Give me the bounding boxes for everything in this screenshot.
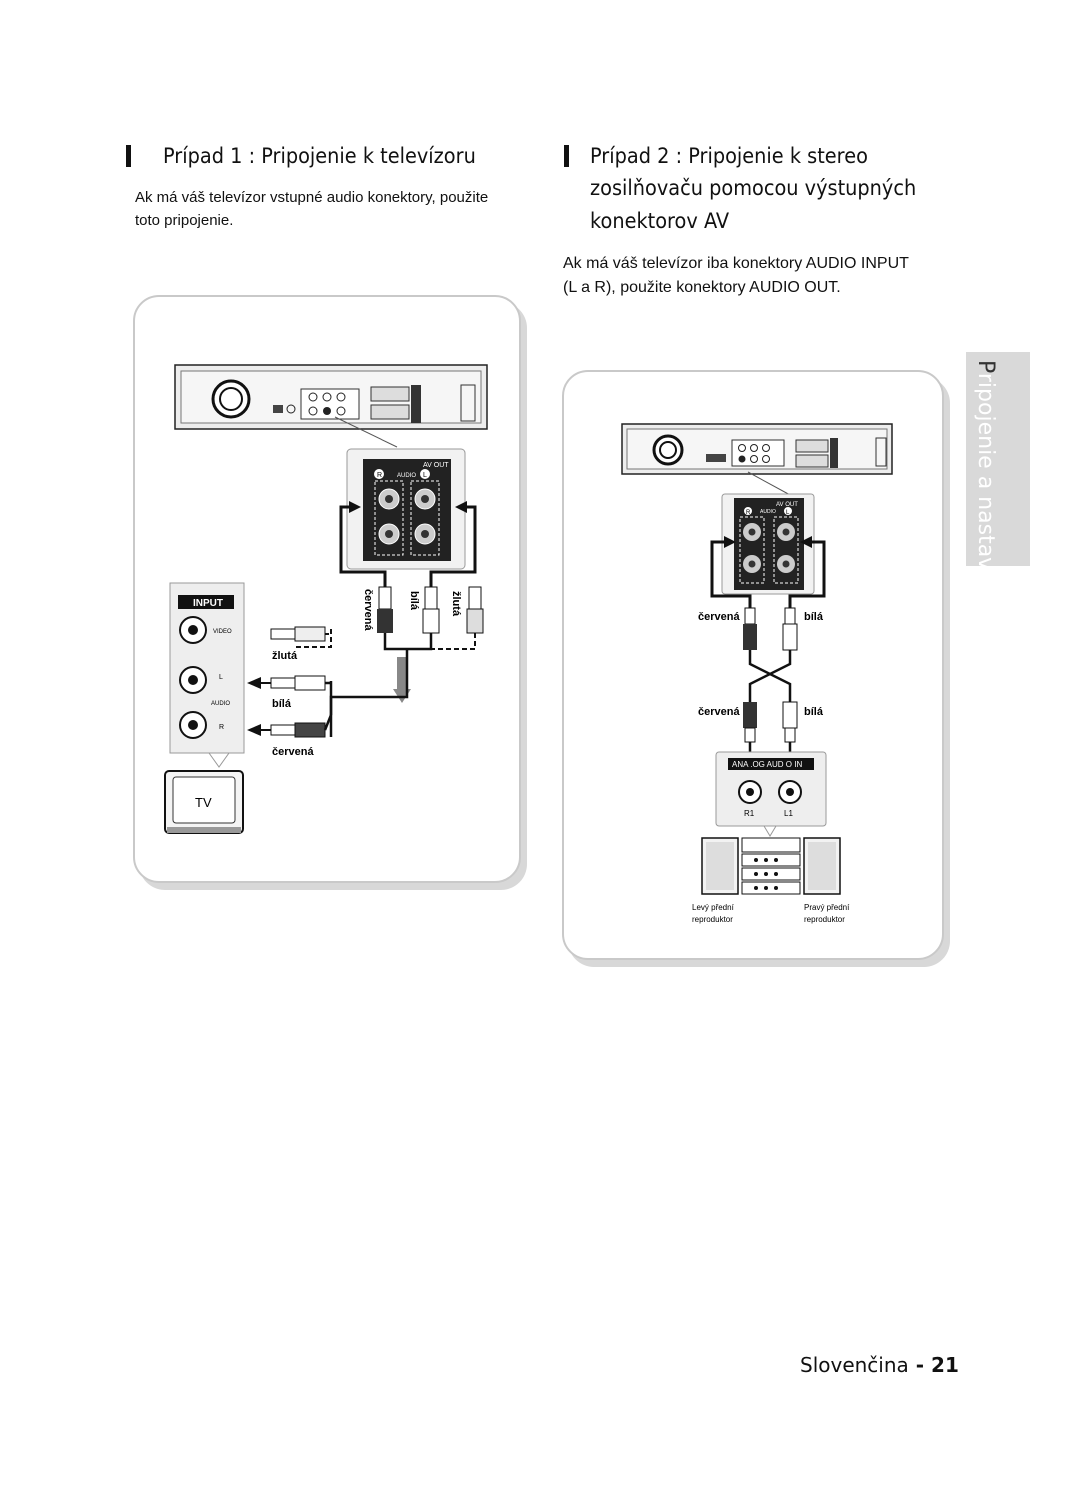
right-speaker-label-1: Pravý přední <box>804 903 850 912</box>
cable-white-label-bottom: bílá <box>804 706 824 718</box>
cable-red-label-top: červená <box>698 611 740 623</box>
rca-plug-white-top <box>782 607 798 651</box>
tv-r-label: R <box>219 724 224 731</box>
tv-video-label: VIDEO <box>213 629 232 635</box>
cable-red-label-bottom: červená <box>698 706 740 718</box>
tv-set-icon: TV <box>164 752 244 834</box>
tv-connection-diagram: AV OUT R AUDIO L červená bílá žlutá <box>164 364 488 834</box>
av-out-label-1: AV OUT <box>423 462 449 469</box>
heading-bar-case1 <box>126 145 131 167</box>
page-footer: Slovenčina - 21 <box>800 1353 959 1377</box>
cable-red-label-tv: červená <box>272 746 314 758</box>
recorder-rear-panel <box>174 364 488 430</box>
case1-text-line2: toto pripojenie. <box>135 212 234 229</box>
heading-bar-case2 <box>564 145 569 167</box>
tv-input-label: INPUT <box>193 598 223 609</box>
rca-plug-yellow-1 <box>466 586 484 634</box>
stereo-system-icon <box>701 837 841 895</box>
rca-plug-white-1 <box>422 586 440 634</box>
section-side-label: Pripojenie a nastavenie <box>973 360 998 617</box>
cable-yellow-label-vertical: žlutá <box>450 591 462 617</box>
case2-title-line3: konektorov AV <box>590 209 730 233</box>
right-speaker-label-2: reproduktor <box>804 915 845 924</box>
rca-plug-yellow-tv <box>270 626 326 642</box>
rca-plug-white-bottom <box>782 701 798 743</box>
audio-label-2: AUDIO <box>760 509 776 515</box>
case2-text-line2: (L a R), použite konektory AUDIO OUT. <box>563 279 841 296</box>
left-speaker-label-2: reproduktor <box>692 915 733 924</box>
cable-red-label-vertical: červená <box>362 589 374 631</box>
cable-yellow-label-tv: žlutá <box>272 650 298 662</box>
left-speaker-label-1: Levý přední <box>692 903 735 912</box>
case1-text-line1: Ak má váš televízor vstupné audio konekt… <box>135 189 489 206</box>
case2-title-line1: Prípad 2 : Pripojenie k stereo <box>590 144 868 168</box>
rca-plug-red-top <box>743 607 757 650</box>
audio-r-label-1: R <box>377 472 382 479</box>
rca-plug-red-tv <box>270 722 326 738</box>
case1-title: Prípad 1 : Pripojenie k televízoru <box>163 144 476 168</box>
side-label-first: P <box>973 360 998 373</box>
tv-l-label: L <box>219 674 223 681</box>
amplifier-connection-diagram: AV OUT R AUDIO L červená bílá <box>621 423 893 924</box>
audio-r-label-2: R <box>746 510 751 516</box>
r1-label: R1 <box>744 809 755 818</box>
analog-audio-in-label: ANA .OG AUD O IN <box>732 760 802 769</box>
l1-label: L1 <box>784 809 793 818</box>
cable-white-label-top: bílá <box>804 611 824 623</box>
tv-audio-label: AUDIO <box>211 701 230 707</box>
section-side-tab <box>966 352 1030 566</box>
page-number: 21 <box>931 1353 959 1377</box>
diagram-panel-amplifier: AV OUT R AUDIO L červená bílá <box>562 370 944 960</box>
side-label-rest: ripojenie a nastavenie <box>973 372 998 618</box>
footer-separator: - <box>908 1353 932 1377</box>
audio-label-1: AUDIO <box>397 473 416 479</box>
footer-language: Slovenčina <box>800 1353 909 1377</box>
recorder-rear-panel-2 <box>621 423 893 475</box>
case2-text-line1: Ak má váš televízor iba konektory AUDIO … <box>563 255 909 272</box>
rca-plug-red-1 <box>377 586 393 633</box>
audio-l-label-2: L <box>786 510 790 516</box>
rca-plug-white-tv <box>270 675 326 691</box>
rca-plug-red-bottom <box>743 702 757 743</box>
diagram-panel-tv: AV OUT R AUDIO L červená bílá žlutá <box>133 295 521 883</box>
cable-white-label-vertical: bílá <box>408 591 420 611</box>
tv-label: TV <box>195 795 212 810</box>
audio-l-label-1: L <box>423 472 427 479</box>
av-out-label-2: AV OUT <box>776 502 798 508</box>
cable-white-label-tv: bílá <box>272 698 292 710</box>
case2-title-line2: zosilňovaču pomocou výstupných <box>590 176 917 200</box>
